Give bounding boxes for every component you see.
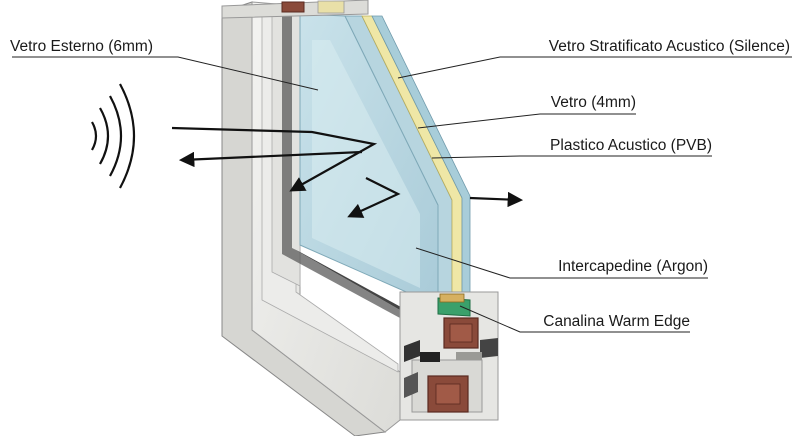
sound-waves-icon [91, 83, 135, 189]
window-frame [221, 1, 410, 436]
label-acoustic-plastic: Plastico Acustico (PVB) [550, 137, 712, 154]
label-gas-cavity: Intercapedine (Argon) [558, 258, 708, 275]
sound-path-arrows [171, 126, 524, 218]
label-outer-glass: Vetro Esterno (6mm) [10, 38, 153, 55]
leader-glass-4mm [417, 113, 636, 129]
frame-head [221, 0, 369, 19]
leader-gas-cavity [415, 247, 708, 279]
leader-acoustic-laminated [397, 56, 792, 79]
leader-lines [12, 56, 792, 333]
label-glass-4mm: Vetro (4mm) [550, 94, 636, 111]
label-acoustic-laminated-glass: Vetro Stratificato Acustico (Silence) [548, 38, 790, 55]
leader-outer-glass [12, 56, 319, 91]
transmitted-sound-arrow [469, 191, 524, 208]
cavity-sound-arrow [347, 177, 401, 218]
leader-warm-edge [459, 305, 690, 333]
glazing-unit [299, 13, 471, 311]
leader-acoustic-plastic [431, 155, 712, 159]
frame-sill [399, 291, 499, 421]
incoming-sound-arrow [171, 126, 378, 192]
label-warm-edge-spacer: Canalina Warm Edge [543, 313, 690, 330]
reflected-sound-arrow [178, 150, 363, 168]
